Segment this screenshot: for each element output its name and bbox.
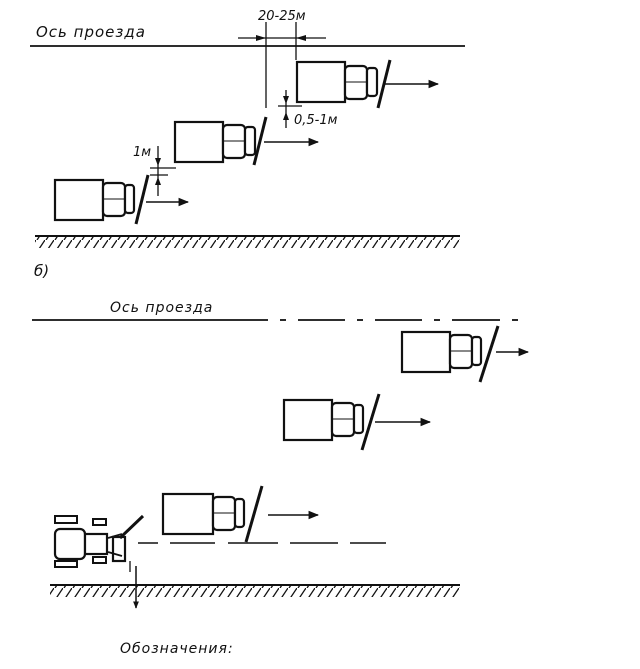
grader-a2 [173,116,320,166]
grader-b3 [161,485,320,543]
part-b: Ось проезда [32,300,530,609]
grader-a1 [295,59,440,109]
part-b-label: б) [34,262,49,280]
grader-a3 [53,174,190,225]
road-axis-label-bottom: Ось проезда [110,300,213,316]
dim-offset-label: 1м [133,145,151,160]
dim-gap-label: 20-25м [258,9,306,24]
legend-label: Обозначения: [120,641,234,657]
part-a: Ось проезда 20-25м 0,5-1м 1м [30,9,465,248]
grader-b2 [282,393,432,451]
road-axis-label-top: Ось проезда [36,23,146,41]
road-hatching-top [35,237,460,248]
grader-b1 [400,325,530,383]
road-hatching-bottom [50,586,460,597]
dim-offset-small-label: 0,5-1м [294,113,338,128]
